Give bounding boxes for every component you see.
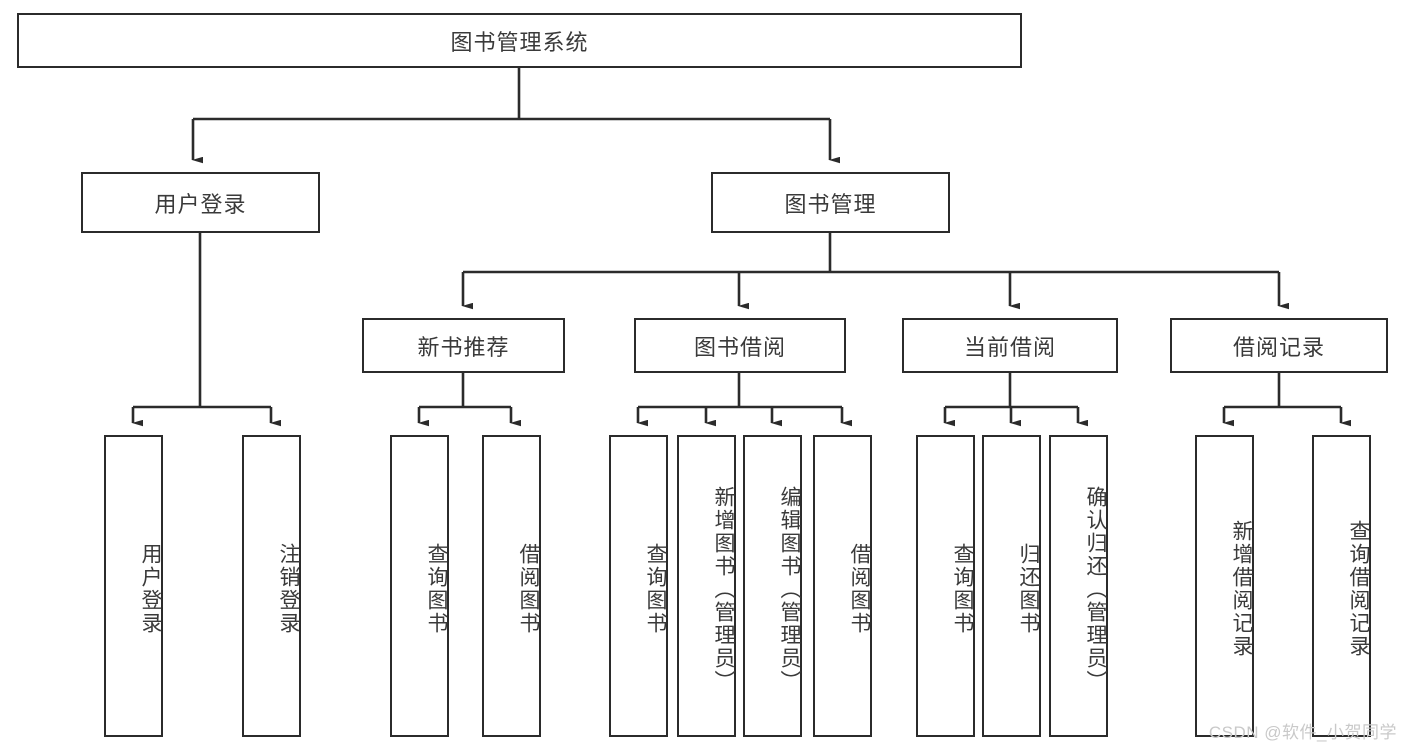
leaf-recommend-borrow-book[interactable]: 借阅图书 bbox=[482, 435, 541, 737]
leaf-current-query-book[interactable]: 查询图书 bbox=[916, 435, 975, 737]
node-label: 用户登录 bbox=[139, 543, 162, 635]
leaf-user-logout[interactable]: 注销登录 bbox=[242, 435, 301, 737]
node-label: 新增图书（管理员） bbox=[712, 485, 735, 693]
node-label: 用户登录 bbox=[154, 191, 247, 217]
node-label: 当前借阅 bbox=[963, 334, 1056, 360]
leaf-current-confirm-return-admin[interactable]: 确认归还（管理员） bbox=[1049, 435, 1108, 737]
node-label: 确认归还（管理员） bbox=[1084, 485, 1107, 693]
node-label: 图书管理 bbox=[784, 191, 877, 217]
node-label: 查询图书 bbox=[951, 543, 974, 635]
leaf-borrow-add-book-admin[interactable]: 新增图书（管理员） bbox=[677, 435, 736, 737]
node-label: 借阅图书 bbox=[517, 543, 540, 635]
node-book-management[interactable]: 图书管理 bbox=[711, 172, 950, 233]
node-new-book-recommend[interactable]: 新书推荐 bbox=[362, 318, 565, 373]
leaf-user-login[interactable]: 用户登录 bbox=[104, 435, 163, 737]
node-label: 新增借阅记录 bbox=[1230, 520, 1253, 658]
node-label: 图书管理系统 bbox=[450, 29, 589, 55]
leaf-current-return-book[interactable]: 归还图书 bbox=[982, 435, 1041, 737]
node-label: 注销登录 bbox=[277, 543, 300, 635]
node-label: 借阅记录 bbox=[1232, 334, 1325, 360]
node-root-system[interactable]: 图书管理系统 bbox=[17, 13, 1022, 68]
leaf-record-query-record[interactable]: 查询借阅记录 bbox=[1312, 435, 1371, 737]
leaf-record-add-record[interactable]: 新增借阅记录 bbox=[1195, 435, 1254, 737]
node-label: 编辑图书（管理员） bbox=[778, 485, 801, 693]
csdn-watermark: CSDN @软件_小贺同学 bbox=[1208, 723, 1397, 742]
node-label: 新书推荐 bbox=[417, 334, 510, 360]
leaf-borrow-query-book[interactable]: 查询图书 bbox=[609, 435, 668, 737]
node-label: 图书借阅 bbox=[693, 334, 786, 360]
node-borrow-record[interactable]: 借阅记录 bbox=[1170, 318, 1388, 373]
node-label: 查询图书 bbox=[644, 543, 667, 635]
node-label: 归还图书 bbox=[1017, 543, 1040, 635]
node-label: 查询图书 bbox=[425, 543, 448, 635]
node-book-borrow[interactable]: 图书借阅 bbox=[634, 318, 846, 373]
leaf-borrow-borrow-book[interactable]: 借阅图书 bbox=[813, 435, 872, 737]
node-label: 查询借阅记录 bbox=[1347, 520, 1370, 658]
leaf-recommend-query-book[interactable]: 查询图书 bbox=[390, 435, 449, 737]
node-user-login[interactable]: 用户登录 bbox=[81, 172, 320, 233]
leaf-borrow-edit-book-admin[interactable]: 编辑图书（管理员） bbox=[743, 435, 802, 737]
node-current-borrow[interactable]: 当前借阅 bbox=[902, 318, 1118, 373]
node-label: 借阅图书 bbox=[848, 543, 871, 635]
